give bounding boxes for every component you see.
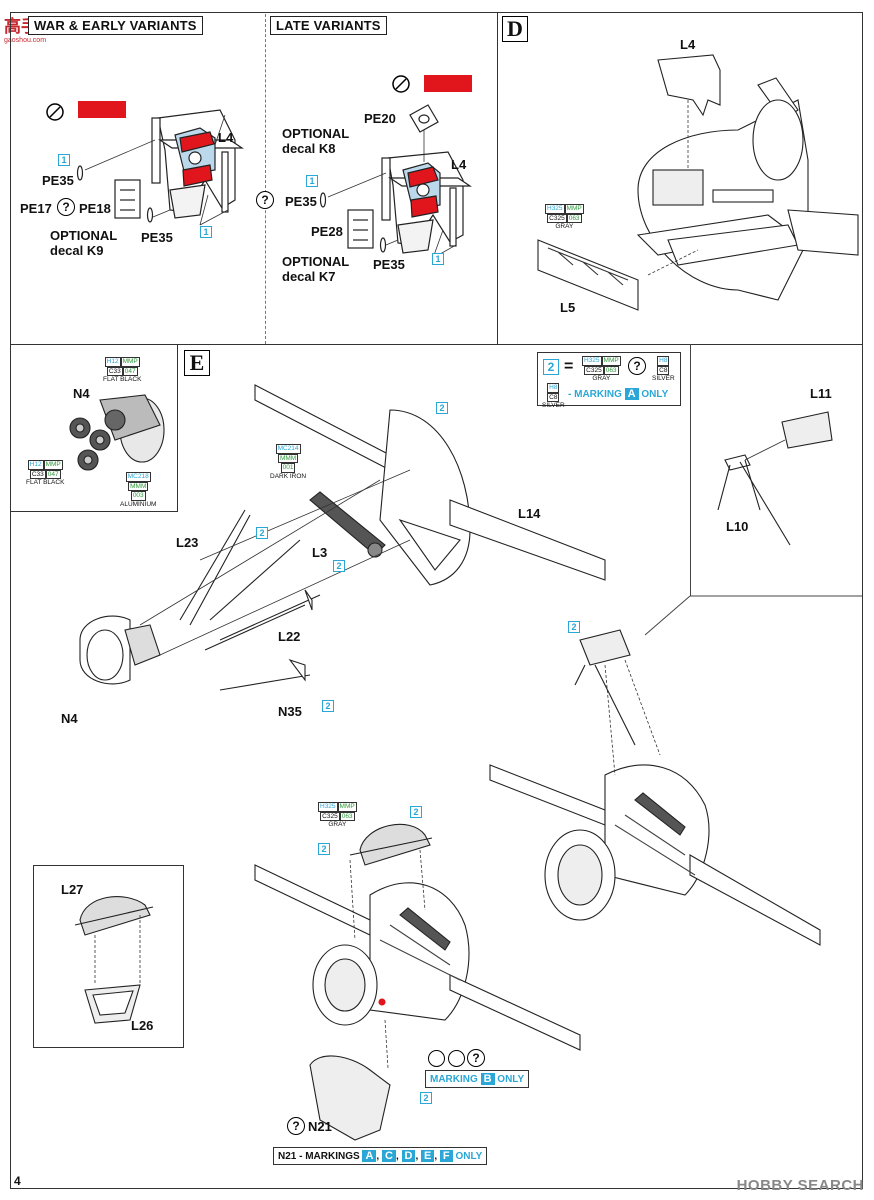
ref-1-d: 1 — [432, 253, 444, 265]
label-pe35-late-a: PE35 — [285, 194, 317, 209]
legend-eq: = — [564, 358, 574, 375]
label-l11: L11 — [810, 386, 832, 401]
ref-2-c: 2 — [333, 560, 345, 572]
watermark: HOBBY SEARCH — [736, 1177, 864, 1194]
question-icon: ? — [628, 357, 646, 375]
label-optional-k8: OPTIONAL decal K8 — [282, 126, 350, 156]
question-icon: ? — [57, 198, 75, 216]
step-e: E — [184, 350, 210, 376]
label-pe35-war-b: PE35 — [141, 230, 173, 245]
late-drawing — [319, 75, 472, 259]
glue-icon — [428, 1050, 445, 1067]
marking-letter-c: C — [381, 1150, 396, 1162]
inset-connector-lines — [644, 595, 862, 636]
paint-aluminium: MC218 MMM 003 ALUMINIUM — [120, 472, 157, 508]
marking-letter-b: B — [480, 1073, 495, 1085]
l27-l26-drawing — [74, 896, 154, 1024]
lower-left-border — [10, 344, 11, 1189]
label-n4-inset: N4 — [73, 386, 90, 401]
ref-2-legend: 2 — [543, 359, 559, 375]
paint-dark-iron: MC214 MMM 001 DARK IRON — [270, 444, 307, 480]
marking-letter-d: D — [401, 1150, 416, 1162]
label-pe35-late-b: PE35 — [373, 257, 405, 272]
label-l3: L3 — [312, 545, 328, 560]
top-border — [10, 12, 863, 13]
n4-engine-drawing — [69, 394, 165, 471]
label-l4-war: L4 — [218, 130, 234, 145]
label-l4-late: L4 — [451, 157, 467, 172]
label-n35: N35 — [278, 704, 302, 719]
page-number: 4 — [14, 1174, 21, 1188]
bottom-border — [10, 1188, 863, 1189]
step-e-main-drawing — [79, 384, 606, 691]
marking-b-box: MARKING B ONLY — [425, 1070, 530, 1088]
label-l26: L26 — [131, 1018, 154, 1033]
ref-2-b: 2 — [256, 527, 268, 539]
paint-silver-legend: H8 C8 SILVER — [652, 356, 675, 382]
header-war-early: WAR & EARLY VARIANTS — [28, 16, 203, 35]
ref-2-d: 2 — [322, 700, 334, 712]
label-n4-main: N4 — [61, 711, 78, 726]
paint-silver-legend-2: H8 C8 SILVER — [542, 383, 565, 409]
label-pe18: PE18 — [79, 201, 111, 216]
ref-1-b: 1 — [200, 226, 212, 238]
label-n21: N21 — [308, 1119, 332, 1134]
label-pe28: PE28 — [311, 224, 343, 239]
label-l4-d: L4 — [680, 37, 696, 52]
assembled-right-drawing — [489, 629, 821, 946]
ref-2-h: 2 — [420, 1092, 432, 1104]
ref-1-a: 1 — [58, 154, 70, 166]
label-l22: L22 — [278, 629, 301, 644]
top-bottom-border — [10, 344, 863, 345]
marking-letter-a: A — [624, 388, 639, 400]
n21-markings-footer: N21 - MARKINGS A, C, D, E, F ONLY — [273, 1147, 488, 1165]
label-l14: L14 — [518, 506, 541, 521]
label-pe20: PE20 — [364, 111, 396, 126]
label-l23: L23 — [176, 535, 199, 550]
label-l27: L27 — [61, 882, 84, 897]
ref-1-c: 1 — [306, 175, 318, 187]
inset-n4 — [10, 344, 178, 512]
question-icon: ? — [467, 1049, 485, 1067]
inset-l10-divider — [690, 344, 691, 596]
question-icon: ? — [256, 191, 274, 209]
divider-dashed — [265, 14, 266, 344]
header-late: LATE VARIANTS — [270, 16, 387, 35]
marking-letter-f: F — [439, 1150, 453, 1162]
glue-icon — [392, 75, 410, 93]
inset-l27-l26 — [33, 865, 184, 1048]
red-color-swatch — [424, 75, 472, 92]
ref-2-e: 2 — [568, 621, 580, 633]
label-optional-k9: OPTIONAL decal K9 — [50, 228, 118, 258]
question-icon: ? — [287, 1117, 305, 1135]
l10-l11-drawing — [717, 411, 833, 546]
ref-2-g: 2 — [318, 843, 330, 855]
ref-2-a: 2 — [436, 402, 448, 414]
ref-2-f: 2 — [410, 806, 422, 818]
cement-icon — [448, 1050, 465, 1067]
marking-letter-a: A — [362, 1150, 377, 1162]
glue-icon — [46, 103, 64, 121]
legend-marking-text: - MARKING A ONLY — [568, 388, 669, 400]
label-optional-k7: OPTIONAL decal K7 — [282, 254, 350, 284]
lower-right-border — [862, 344, 863, 1189]
step-d-drawing — [537, 54, 859, 311]
marking-letter-e: E — [421, 1150, 435, 1162]
label-pe35-war-a: PE35 — [42, 173, 74, 188]
label-l5: L5 — [560, 300, 576, 315]
label-l10: L10 — [726, 519, 749, 534]
label-pe17: PE17 — [20, 201, 52, 216]
step-d: D — [502, 16, 528, 42]
red-color-swatch — [78, 101, 126, 118]
lower-assembly-drawing — [254, 823, 581, 1141]
war-early-drawing — [46, 101, 244, 226]
